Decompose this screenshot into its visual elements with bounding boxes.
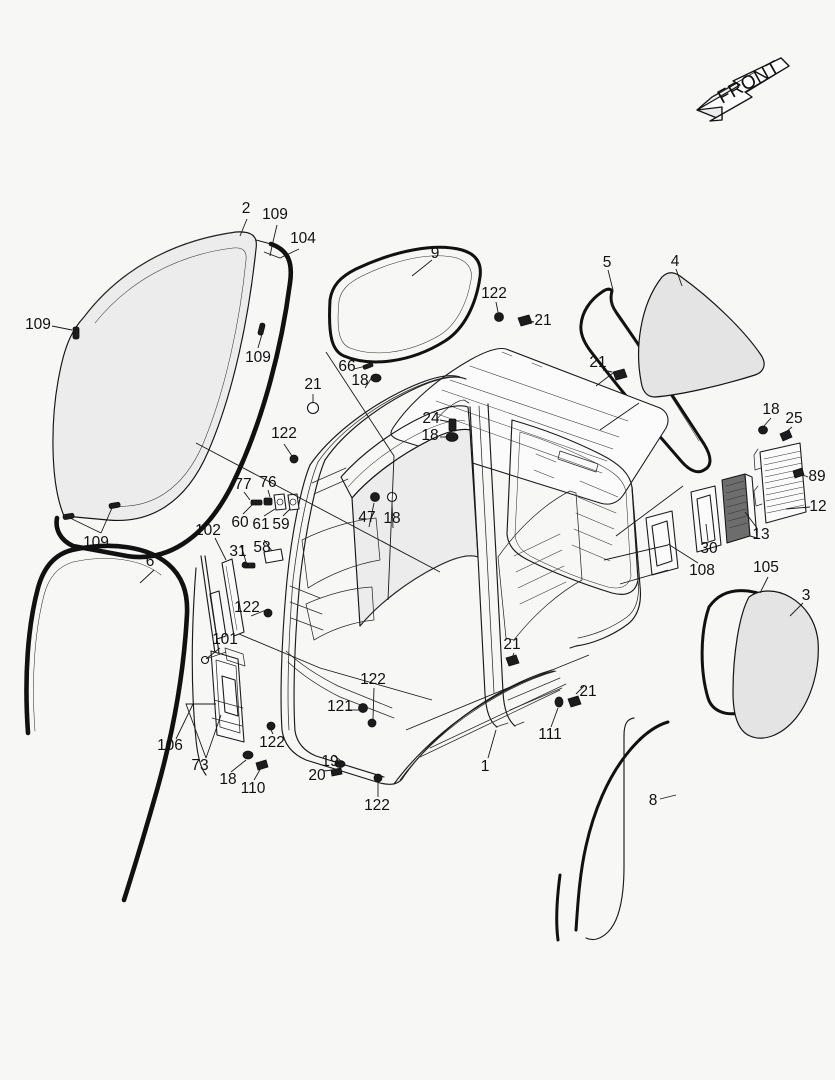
callout-number: 18 [762, 401, 779, 418]
plug-121 [358, 703, 368, 713]
bolt-20 [330, 767, 343, 777]
roof-hatch-seal-9 [328, 245, 482, 364]
callout-number: 61 [252, 516, 269, 533]
callout-number: 12 [809, 498, 826, 515]
washer-18-roof2 [445, 432, 459, 442]
callout-number: 122 [234, 599, 260, 616]
callout-number: 18 [219, 771, 236, 788]
rear-side-glass-group [700, 589, 819, 739]
callout-number: 21 [589, 354, 606, 371]
callout-number: 3 [802, 587, 811, 604]
hardware-cluster [241, 493, 300, 569]
screw-25 [779, 429, 793, 442]
callout-number: 21 [503, 636, 520, 653]
callout-number: 58 [253, 539, 270, 556]
vent-assembly-group [645, 442, 807, 576]
callout-number: 77 [234, 476, 251, 493]
grommet-21-rear [612, 368, 628, 381]
callout-number: 106 [157, 737, 183, 754]
rear-window-glass-4 [638, 272, 765, 398]
plug-47 [370, 492, 380, 502]
callout-number: 19 [321, 753, 338, 770]
callout-number: 1 [481, 758, 490, 775]
glass-stopper-marker [62, 322, 266, 520]
callout-number: 60 [231, 514, 249, 531]
callout-number: 59 [272, 516, 289, 533]
callout-number: 20 [308, 767, 326, 784]
callout-number: 109 [83, 534, 109, 551]
callout-number: 122 [481, 285, 507, 302]
grommet-111 [554, 696, 564, 708]
callout-number: 122 [259, 734, 285, 751]
callout-labels: 2 109 104 109 109 109 122 21 77 76 60 61… [25, 200, 827, 814]
roof-ribs [431, 351, 629, 474]
callout-number: 24 [422, 410, 440, 427]
callout-number: 101 [212, 631, 238, 648]
pin-66 [362, 362, 374, 370]
callout-number: 25 [785, 410, 802, 427]
callout-number: 109 [245, 349, 271, 366]
interior-vent-slots [513, 533, 567, 605]
callout-number: 6 [146, 553, 155, 570]
callout-number: 21 [579, 683, 596, 700]
callout-number: 73 [191, 757, 208, 774]
callout-number: 47 [358, 509, 375, 526]
callout-number: 122 [360, 671, 386, 688]
side-vent-slots [533, 453, 619, 562]
callout-number: 18 [351, 372, 368, 389]
callout-number: 89 [808, 468, 825, 485]
callout-number: 18 [421, 427, 438, 444]
washer-18-vent [758, 425, 768, 435]
clip-89 [792, 467, 805, 479]
leader-lines [51, 218, 811, 800]
plug-122-e [373, 773, 383, 783]
callout-number: 5 [603, 254, 612, 271]
grommet-21-sill2 [567, 695, 582, 708]
callout-number: 102 [195, 522, 221, 539]
bolt-19 [334, 760, 346, 768]
plug-122-roof [494, 312, 504, 322]
plug-122-a [289, 454, 299, 464]
callout-number: 110 [241, 780, 266, 797]
callout-number: 18 [383, 510, 400, 527]
bolt-24 [448, 418, 457, 432]
callout-number: 13 [752, 526, 769, 543]
callout-number: 105 [753, 559, 779, 576]
callout-number: 66 [338, 358, 355, 375]
callout-number: 21 [534, 312, 551, 329]
callout-number: 8 [649, 792, 658, 809]
callout-number: 31 [229, 543, 246, 560]
filter-pleats [725, 480, 748, 529]
callout-number: 122 [364, 797, 390, 814]
callout-number: 109 [262, 206, 288, 223]
plug-122-d [367, 718, 377, 728]
callout-number: 109 [25, 316, 51, 333]
callout-number: 122 [271, 425, 297, 442]
callout-number: 104 [290, 230, 316, 247]
callout-number: 2 [242, 200, 251, 217]
washer-18-roof [370, 373, 382, 383]
callout-number: 9 [431, 245, 440, 262]
callout-number: 4 [671, 253, 680, 270]
callout-number: 111 [538, 726, 562, 743]
side-seal-8 [555, 717, 670, 942]
grommet-21-left [306, 401, 320, 415]
washer-18-latch [242, 750, 254, 760]
plug-122-c [266, 721, 276, 731]
door-latch-group [191, 555, 246, 776]
bolt-110 [255, 759, 269, 771]
callout-number: 108 [689, 562, 715, 579]
callout-number: 21 [304, 376, 321, 393]
cab-frame-assembly [280, 347, 669, 785]
callout-number: 121 [327, 698, 353, 715]
callout-number: 30 [700, 540, 718, 557]
door-seal-6 [24, 543, 190, 903]
plug-122-b [263, 608, 273, 618]
callout-number: 76 [259, 474, 276, 491]
